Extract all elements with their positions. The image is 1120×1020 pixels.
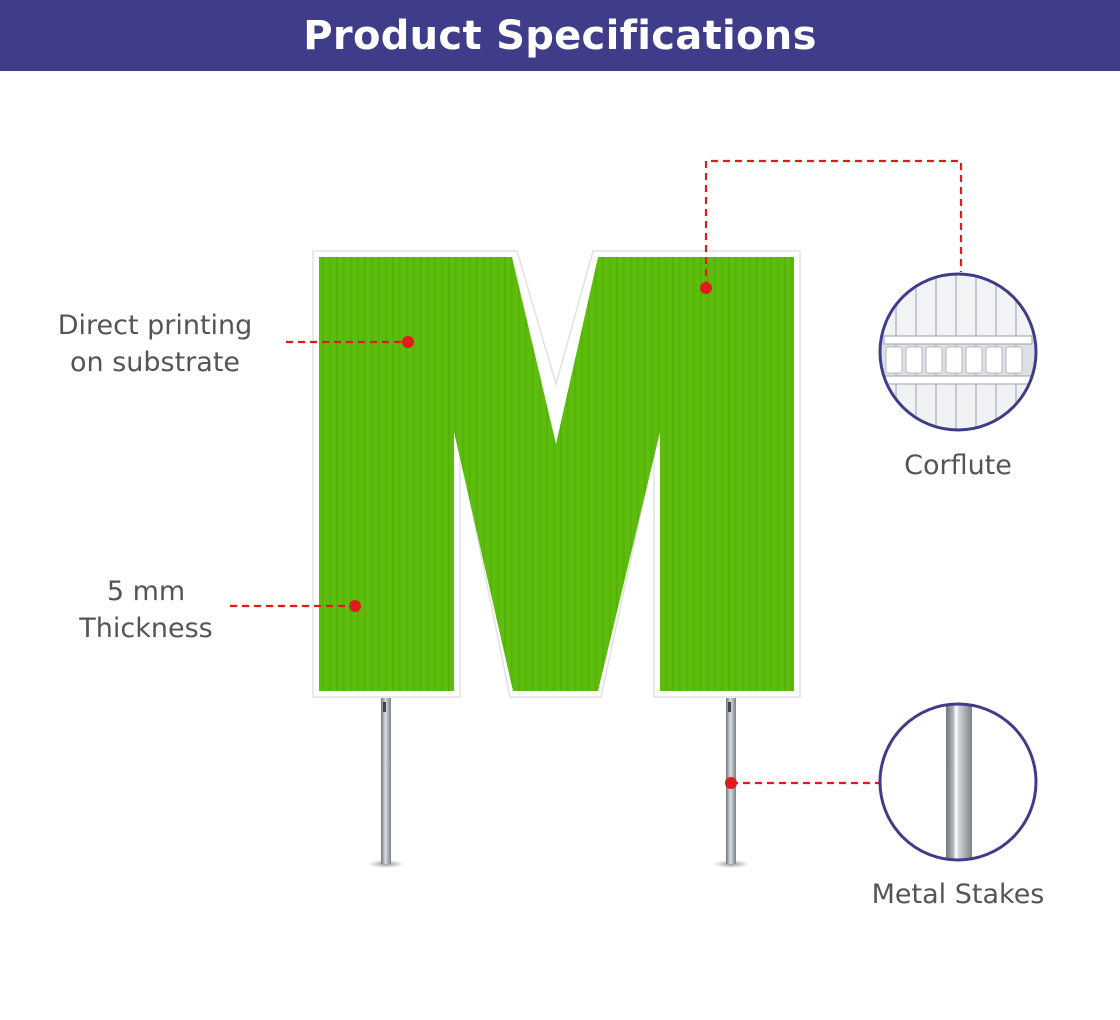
label-direct-printing-line1: Direct printing: [57, 310, 253, 341]
letter-m-sign: [312, 250, 801, 698]
callout-printing: [286, 336, 414, 348]
label-direct-printing: Direct printing on substrate: [40, 307, 270, 381]
metal-stake-detail-image: [878, 702, 1038, 862]
label-direct-printing-line2: on substrate: [69, 347, 241, 378]
label-thickness-line1: 5 mm: [106, 576, 186, 607]
left-stake: [368, 698, 404, 868]
callout-stakes: [725, 777, 881, 789]
label-thickness: 5 mm Thickness: [46, 573, 246, 647]
label-thickness-line2: Thickness: [79, 613, 213, 644]
page-title: Product Specifications: [303, 12, 817, 59]
label-corflute: Corflute: [904, 450, 1012, 481]
header-bar: Product Specifications: [0, 0, 1120, 71]
corflute-detail-image: [878, 272, 1038, 432]
callout-corflute: [700, 159, 963, 294]
callout-thickness: [230, 600, 361, 612]
label-metal-stakes: Metal Stakes: [871, 879, 1045, 910]
